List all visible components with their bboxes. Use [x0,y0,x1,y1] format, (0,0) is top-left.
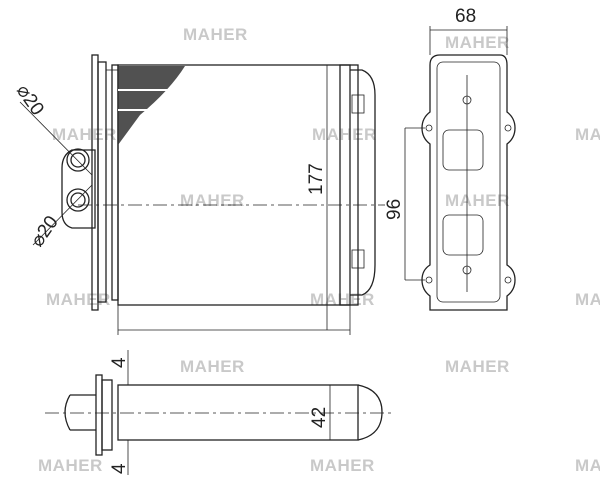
flange-top-dimension-label: 4 [109,357,130,368]
watermark: MAHER [38,456,103,475]
mount-spacing-dimension-label: 96 [384,199,405,220]
depth-dimension-label: 42 [309,407,330,428]
watermark: MAHER [445,191,510,210]
watermark: MAHER [445,33,510,52]
watermark: MAHER [445,357,510,376]
watermark: MAHER [180,191,245,210]
pipe-diameter-top-label: ⌀20 [12,81,48,120]
height-dimension-label: 177 [306,163,327,195]
side-view: 68 96 [384,6,516,311]
watermark: MAHER [183,25,248,44]
watermark: MAHER [575,125,600,144]
watermark: MAHER [312,125,377,144]
watermark: MAHER [180,357,245,376]
pipe-diameter-bottom-label: ⌀20 [27,212,63,251]
watermarks: MAHER MAHER MAHER MAHER MAHER MAHER MAHE… [38,25,600,475]
watermark: MAHER [310,456,375,475]
watermark: MAHER [52,125,117,144]
watermark: MAHER [46,290,111,309]
watermark: MAHER [575,456,600,475]
watermark: MAHER [575,290,600,309]
side-width-dimension-label: 68 [455,6,476,27]
flange-bottom-dimension-label: 4 [109,463,130,474]
bottom-view: 4 4 42 [45,350,392,475]
